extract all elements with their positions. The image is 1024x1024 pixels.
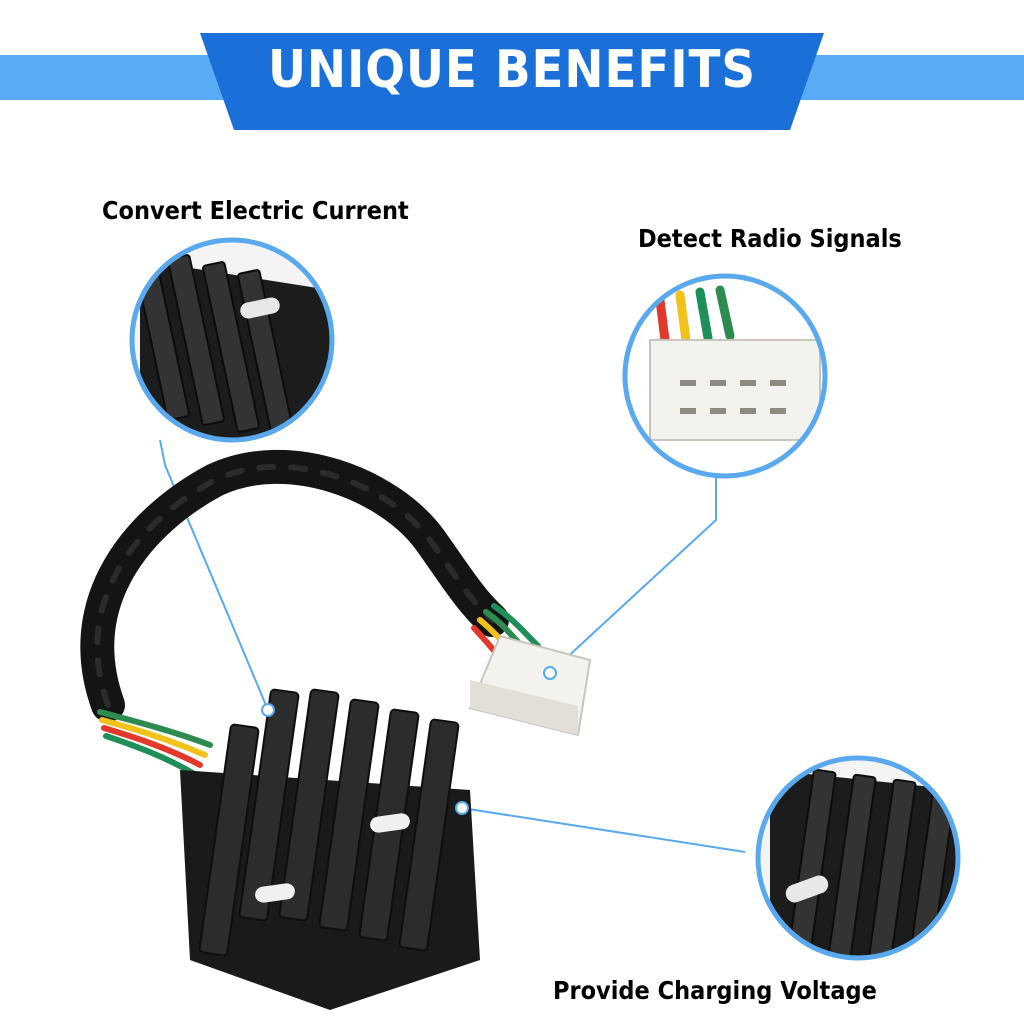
regulator-wires: [97, 709, 213, 778]
cable: [80, 449, 509, 722]
callout-label-charging-voltage: Provide Charging Voltage: [553, 976, 877, 1005]
mounting-slot-closeup-icon: [755, 755, 961, 961]
callout-lines: [159, 439, 746, 853]
banner-title: UNIQUE BENEFITS: [268, 40, 756, 100]
heatsink-fins-closeup-icon: [129, 237, 335, 443]
banner-background: [0, 33, 1024, 130]
callout-label-convert-current: Convert Electric Current: [102, 196, 409, 225]
connector-plug: [468, 634, 592, 737]
regulator-body: [180, 688, 480, 1010]
connector-plug-closeup-icon: [622, 273, 828, 479]
header-banner: UNIQUE BENEFITS: [0, 0, 1024, 140]
callout-label-detect-signals: Detect Radio Signals: [638, 224, 902, 253]
